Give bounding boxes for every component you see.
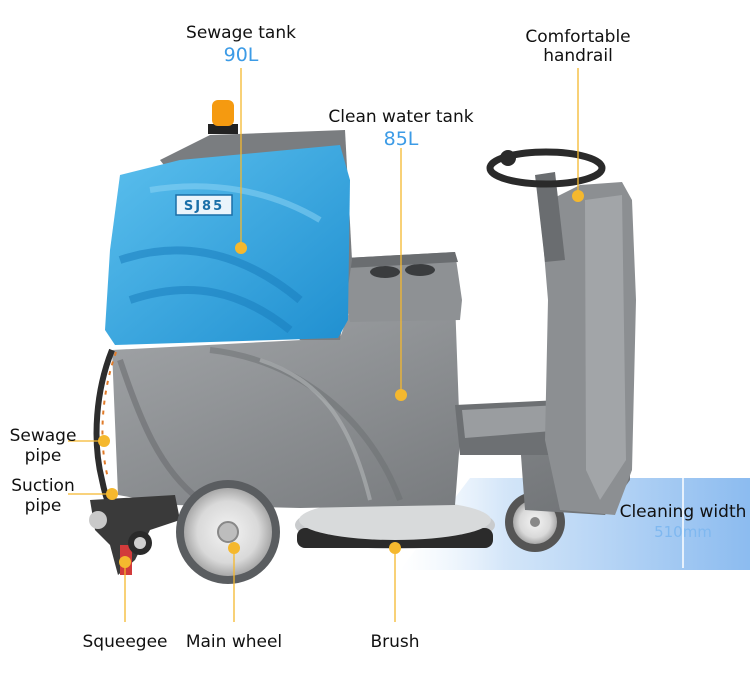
sewage-tank-value: 90L (223, 44, 259, 66)
brush-label: Brush (370, 632, 420, 652)
marker-brush (389, 542, 401, 554)
steering-wheel (486, 148, 606, 188)
clean-water-tank-label: Clean water tank (328, 107, 474, 127)
marker-squeegee (119, 556, 131, 568)
marker-main-wheel (228, 542, 240, 554)
marker-sewage-pipe (98, 435, 110, 447)
sewage-pipe-label-line1: Sewage (9, 426, 77, 446)
main-wheel-label: Main wheel (185, 632, 283, 652)
suction-pipe-label-line1: Suction (11, 476, 75, 496)
marker-handrail (572, 190, 584, 202)
cleaning-width-label: Cleaning width (619, 502, 747, 522)
steering-column (535, 172, 565, 262)
marker-clean-water-tank (395, 389, 407, 401)
handrail-label-line1: Comfortable (525, 27, 631, 47)
clean-water-tank-value: 85L (383, 128, 419, 150)
sewage-tank-body (105, 145, 350, 345)
cleaning-width-value: 510mm (654, 523, 712, 541)
sewage-pipe-label-line2: pipe (24, 446, 62, 466)
marker-sewage-tank (235, 242, 247, 254)
model-badge (175, 194, 233, 216)
suction-pipe-label-line2: pipe (24, 496, 62, 516)
handrail-label-line2: handrail (543, 46, 613, 66)
squeegee-label: Squeegee (82, 632, 168, 652)
sewage-tank-label: Sewage tank (186, 23, 296, 43)
model-badge-text: SJ85 (184, 199, 224, 214)
beacon-light (212, 100, 234, 126)
marker-suction-pipe (106, 488, 118, 500)
beacon-base (208, 124, 238, 134)
